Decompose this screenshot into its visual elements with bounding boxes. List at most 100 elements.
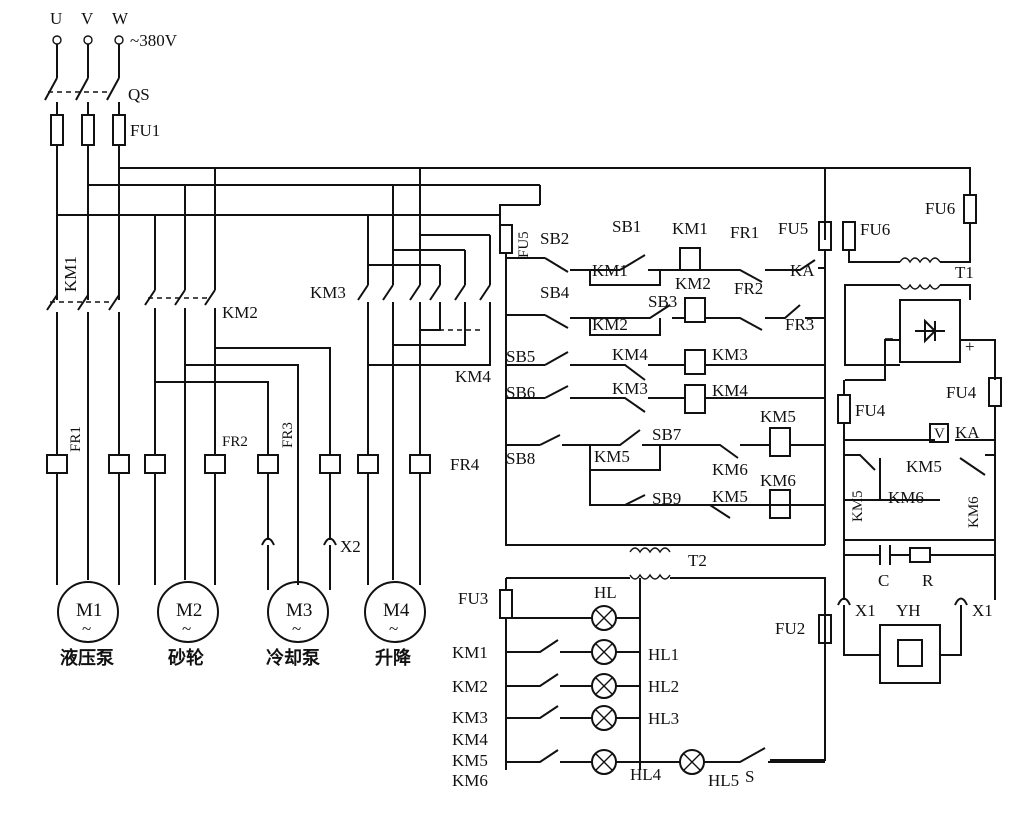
fr2-label: FR2 <box>222 434 248 450</box>
km1-contacts <box>46 288 120 580</box>
lamp-hl5 <box>679 749 705 775</box>
fr1-heater <box>46 454 130 585</box>
motor-m4-symbol: ~ <box>389 619 398 638</box>
lamp-km2-label: KM2 <box>452 677 488 696</box>
switch-s-label: S <box>745 767 754 786</box>
x1-right-label: X1 <box>972 601 993 620</box>
rc-network <box>843 540 996 600</box>
rung-km1 <box>544 247 825 286</box>
yh-chuck <box>837 597 968 684</box>
fu2-label: FU2 <box>775 619 805 638</box>
fr4-label: FR4 <box>450 455 480 474</box>
km3-coil-label: KM3 <box>712 345 748 364</box>
fu6-t1 <box>842 194 977 366</box>
phase-w-label: W <box>112 9 129 28</box>
km3-main-label: KM3 <box>310 283 346 302</box>
sb5-label: SB5 <box>506 347 535 366</box>
km6-coil-label: KM6 <box>760 471 796 490</box>
x2-label: X2 <box>340 537 361 556</box>
lamp-km1-label: KM1 <box>452 643 488 662</box>
sb8-label: SB8 <box>506 449 535 468</box>
lamp-hl1 <box>591 639 617 665</box>
km1-aux-label: KM1 <box>592 261 628 280</box>
sb4-label: SB4 <box>540 283 570 302</box>
fr3-heater <box>257 454 341 540</box>
km6-nc-label: KM6 <box>712 460 748 479</box>
rung-km5 <box>539 427 825 519</box>
fr1-nc-label: FR1 <box>730 223 759 242</box>
km2-aux-label: KM2 <box>592 315 628 334</box>
sb6-label: SB6 <box>506 383 535 402</box>
km5-vert-label: KM5 <box>850 490 866 522</box>
lamp-km4-label: KM4 <box>452 730 488 749</box>
fr4-heater <box>357 454 431 585</box>
transformer-t2 <box>505 547 826 761</box>
fu4-label: FU4 <box>855 401 886 420</box>
km4-main-label: KM4 <box>455 367 491 386</box>
hl-label: HL <box>594 583 617 602</box>
fr3-label: FR3 <box>280 422 296 448</box>
km3-nc-label: KM3 <box>612 379 648 398</box>
lamp-km6-label: KM6 <box>452 771 488 790</box>
fu4-right-label: FU4 <box>946 383 977 402</box>
motor-m3-symbol: ~ <box>292 619 301 638</box>
hl4-label: HL4 <box>630 765 662 784</box>
phase-v-label: V <box>81 9 94 28</box>
x1-left-label: X1 <box>855 601 876 620</box>
motor-m2-symbol: ~ <box>182 619 191 638</box>
sb7-label: SB7 <box>652 425 682 444</box>
motor-m2-name: 砂轮 <box>168 647 204 669</box>
lamp-hl3 <box>591 705 617 731</box>
fu5-right-label: FU5 <box>778 219 808 238</box>
motor-m1-symbol: ~ <box>82 619 91 638</box>
km2-main-label: KM2 <box>222 303 258 322</box>
qs-label: QS <box>128 85 150 104</box>
km4-nc-label: KM4 <box>612 345 648 364</box>
km3-km4-contacts <box>357 168 491 580</box>
hl3-label: HL3 <box>648 709 679 728</box>
capacitor-label: C <box>878 571 889 590</box>
fu3-label: FU3 <box>458 589 488 608</box>
motor-m2-id: M2 <box>176 600 202 621</box>
lamp-hl2 <box>591 673 617 699</box>
lamp-km5-label: KM5 <box>452 751 488 770</box>
fr2-nc-label: FR2 <box>734 279 763 298</box>
motor-m1: M1 ~ <box>57 581 119 643</box>
rung-km3 <box>544 349 825 381</box>
sb2-label: SB2 <box>540 229 569 248</box>
km2-contacts <box>144 168 331 580</box>
main-lines <box>44 44 126 300</box>
lamp-panel <box>499 578 825 770</box>
motor-m3-name: 冷却泵 <box>266 647 320 669</box>
motor-m2: M2 ~ <box>157 581 219 643</box>
lamp-hl4 <box>591 749 617 775</box>
fu6-top-label: FU6 <box>925 199 955 218</box>
ka-coil-label: KA <box>955 423 980 442</box>
fr2-heater <box>144 454 226 585</box>
hl1-label: HL1 <box>648 645 679 664</box>
supply-terminals: U V W ~380V <box>50 9 178 50</box>
motor-m1-id: M1 <box>76 600 102 621</box>
voltage-label: ~380V <box>130 31 178 50</box>
motor-m4: M4 ~ <box>364 581 426 643</box>
yh-label: YH <box>896 601 921 620</box>
lamp-km3-label: KM3 <box>452 708 488 727</box>
sb1-label: SB1 <box>612 217 641 236</box>
rung-km4 <box>544 384 825 414</box>
sb3-label: SB3 <box>648 292 677 311</box>
t1-label: T1 <box>955 263 974 282</box>
plus-label: + <box>965 337 975 356</box>
fu6-label: FU6 <box>860 220 890 239</box>
v-relay-label: V <box>934 426 945 442</box>
t2-label: T2 <box>688 551 707 570</box>
km5-nc-label: KM5 <box>712 487 748 506</box>
km1-coil-label: KM1 <box>672 219 708 238</box>
fr3-nc-label: FR3 <box>785 315 814 334</box>
fu1-label: FU1 <box>130 121 160 140</box>
km4-coil-label: KM4 <box>712 381 748 400</box>
resistor-label: R <box>922 571 934 590</box>
rectifier-bridge <box>845 299 996 381</box>
motor-m4-name: 升降 <box>375 647 412 669</box>
motor-m3-id: M3 <box>286 600 312 621</box>
km5-right-label: KM5 <box>906 457 942 476</box>
